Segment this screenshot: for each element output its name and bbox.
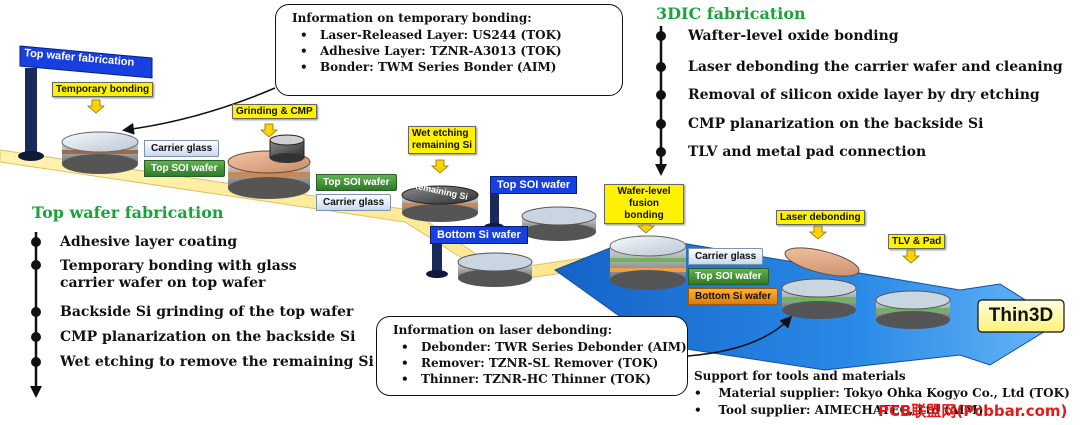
timeline-3dic-dot <box>656 90 666 100</box>
threed-section-title: 3DIC fabrication <box>656 4 806 23</box>
wafer-stack-remaining <box>401 185 479 222</box>
timeline-top-dot <box>31 332 41 342</box>
timeline-3dic-dot <box>656 147 666 157</box>
bullet: • <box>694 386 719 400</box>
flag-bottom-si-label: Bottom Si wafer <box>430 226 528 244</box>
flag-pole <box>25 68 37 156</box>
temp-box-list: Laser-Released Layer: US244 (TOK) Adhesi… <box>292 27 610 75</box>
thin3d-logo-box <box>977 299 1065 333</box>
thin3d-logo: Thin3D <box>988 305 1054 326</box>
down-arrow-3 <box>430 159 450 174</box>
flag-pole-soi <box>490 183 499 227</box>
tag-carrier-glass: Carrier glass <box>144 140 220 157</box>
timeline-top-dot <box>31 237 41 247</box>
flag-pole-bottom-base <box>426 270 448 278</box>
down-arrow-1 <box>86 99 106 114</box>
support-item: • Tool supplier: AIMECHATEC, Ltd (AIM) <box>694 402 983 419</box>
list-item: Debonder: TWR Series Debonder (AIM) <box>401 339 687 355</box>
top-step-3: Backside Si grinding of the top wafer <box>60 304 354 320</box>
wafer-stack-tlv <box>875 290 951 329</box>
tag-carrier-glass: Carrier glass <box>688 248 764 265</box>
laser-debonding-info-box: Information on laser debonding: Debonder… <box>376 316 688 396</box>
wafer-bottom-si <box>457 252 533 287</box>
support-title: Support for tools and materials <box>694 369 906 383</box>
timeline-3dic-dot <box>656 119 666 129</box>
down-arrow-2 <box>259 123 279 138</box>
laser-box-title: Information on laser debonding: <box>393 323 613 337</box>
tag-top-soi: Top SOI wafer <box>316 174 397 191</box>
threed-step-2: Laser debonding the carrier wafer and cl… <box>688 59 1063 75</box>
temp-callout-line <box>122 87 276 135</box>
threed-step-4: CMP planarization on the backside Si <box>688 116 984 132</box>
support-item-text: Material supplier: Tokyo Ohka Kogyo Co.,… <box>718 386 1070 400</box>
flag-banner <box>19 45 153 79</box>
top-step-5: Wet etching to remove the remaining Si <box>60 354 374 370</box>
flag-top-soi-label: Top SOI wafer <box>490 176 578 194</box>
label-grinding: Grinding & CMP <box>232 104 317 119</box>
top-step-2: Temporary bonding with glass carrier waf… <box>60 258 297 291</box>
wafer-stack-grinding <box>227 134 311 199</box>
timeline-top-dot <box>31 307 41 317</box>
list-item: Remover: TZNR-SL Remover (TOK) <box>401 355 677 371</box>
down-arrow-5 <box>808 225 828 240</box>
list-item: Adhesive Layer: TZNR-A3013 (TOK) <box>300 43 610 59</box>
temp-box-title: Information on temporary bonding: <box>292 11 532 25</box>
support-item: • Material supplier: Tokyo Ohka Kogyo Co… <box>694 385 1070 402</box>
threed-step-3: Removal of silicon oxide layer by dry et… <box>688 87 1040 103</box>
laser-callout-line <box>687 315 793 357</box>
flag-pole-bottom <box>432 228 442 274</box>
timeline-top-arrow <box>30 386 42 398</box>
timeline-top-dot <box>31 357 41 367</box>
laser-box-list: Debonder: TWR Series Debonder (AIM) Remo… <box>393 339 687 387</box>
tag-bottom-si: Bottom Si wafer <box>688 288 779 305</box>
down-arrow-6 <box>901 249 921 264</box>
temporary-bonding-info-box: Information on temporary bonding: Laser-… <box>275 4 623 96</box>
list-item: Bonder: TWM Series Bonder (AIM) <box>300 59 610 75</box>
top-step-4: CMP planarization on the backside Si <box>60 329 356 345</box>
threed-step-1: Wafter-level oxide bonding <box>688 28 899 44</box>
flag-pole-base <box>18 151 44 161</box>
label-tlv: TLV & Pad <box>888 234 946 249</box>
watermark: PCB联盟网(Pcbbar.com) <box>878 402 1068 420</box>
tag-top-soi: Top SOI wafer <box>144 160 225 177</box>
timeline-3dic-dot <box>656 31 666 41</box>
support-item-text: Tool supplier: AIMECHATEC, Ltd (AIM) <box>718 403 984 417</box>
wafer-top-soi <box>521 206 597 241</box>
tag-carrier-glass: Carrier glass <box>316 194 392 211</box>
timeline-3dic-arrow <box>655 164 667 176</box>
threed-step-5: TLV and metal pad connection <box>688 144 927 160</box>
wafer-stack-fusion <box>609 235 687 290</box>
timeline-3dic-dot <box>656 62 666 72</box>
list-item: Thinner: TZNR-HC Thinner (TOK) <box>401 371 677 387</box>
top-wafer-section-title: Top wafer fabrication <box>32 203 224 222</box>
label-temporary-bonding: Temporary bonding <box>52 82 154 97</box>
label-wet-etching: Wet etching remaining Si <box>408 126 476 154</box>
label-fusion: Wafer-level fusion bonding <box>604 184 684 224</box>
wafer-stack-laser <box>781 247 860 319</box>
wafer-stack-temporary <box>61 131 139 174</box>
label-laser: Laser debonding <box>776 210 865 225</box>
top-step-1: Adhesive layer coating <box>60 234 238 250</box>
bullet: • <box>694 403 719 417</box>
timeline-top-dot <box>31 260 41 270</box>
list-item: Laser-Released Layer: US244 (TOK) <box>300 27 610 43</box>
tag-top-soi: Top SOI wafer <box>688 268 769 285</box>
